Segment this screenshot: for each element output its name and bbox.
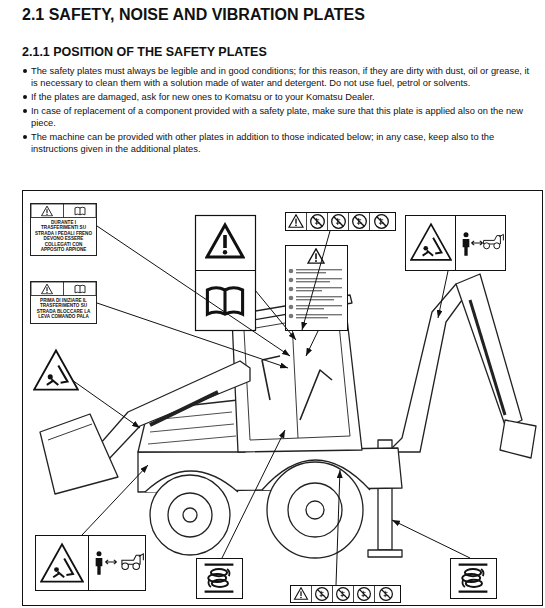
bullet-dot xyxy=(23,109,27,113)
bullet-item: If the plates are damaged, ask for new o… xyxy=(22,91,538,103)
bullet-dot xyxy=(23,69,27,73)
safety-plate: DURANTE I TRASFERIMENTI SU STRADA I PEDA… xyxy=(30,203,97,256)
bullet-dot xyxy=(23,135,27,139)
plate-header xyxy=(31,282,96,296)
plate-header xyxy=(31,204,96,218)
plate-text: DURANTE I TRASFERIMENTI SU STRADA I PEDA… xyxy=(31,218,96,255)
bullet-item: The safety plates must always be legible… xyxy=(22,65,538,89)
bullet-item: The machine can be provided with other p… xyxy=(22,131,538,155)
instructions-body: 2.1.1 POSITION OF THE SAFETY PLATES The s… xyxy=(22,45,538,157)
bullet-text: The safety plates must always be legible… xyxy=(31,65,538,89)
plate-text: PRIMA DI INIZIARE IL TRASFERIMENTO SU ST… xyxy=(31,296,96,323)
bullet-dot xyxy=(23,95,27,99)
section-title: 2.1 SAFETY, NOISE AND VIBRATION PLATES xyxy=(22,6,365,24)
bullet-item: In case of replacement of a component pr… xyxy=(22,105,538,129)
text-area: 2.1 SAFETY, NOISE AND VIBRATION PLATES 2.… xyxy=(0,0,545,190)
subsection-heading: 2.1.1 POSITION OF THE SAFETY PLATES xyxy=(22,45,538,59)
bullet-text: If the plates are damaged, ask for new o… xyxy=(31,91,538,103)
safety-plate: PRIMA DI INIZIARE IL TRASFERIMENTO SU ST… xyxy=(30,281,97,324)
bullet-text: The machine can be provided with other p… xyxy=(31,131,538,155)
bullet-text: In case of replacement of a component pr… xyxy=(31,105,538,129)
